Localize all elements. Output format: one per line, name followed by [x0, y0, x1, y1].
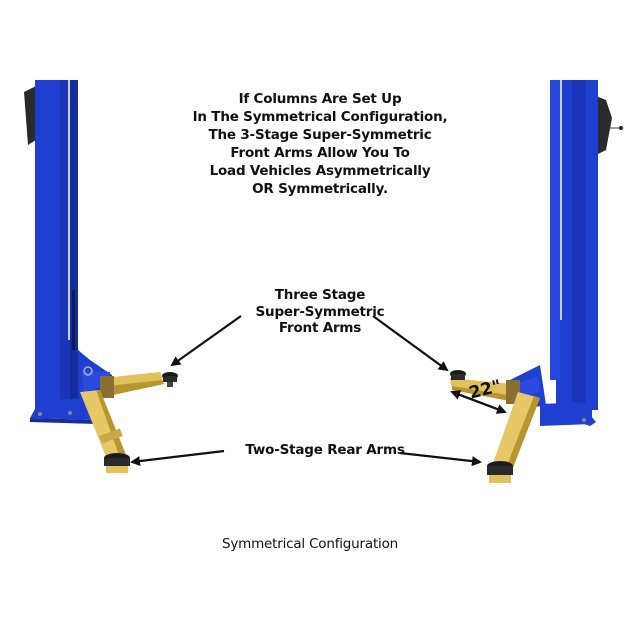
arrow-right-front-arm [372, 315, 449, 372]
left-column [24, 80, 112, 424]
headline-line: The 3-Stage Super-Symmetric [208, 127, 432, 143]
headline-line: In The Symmetrical Configuration, [192, 109, 448, 125]
arrow-left-rear-arm [130, 449, 225, 467]
front-arms-label-line: Three Stage [274, 287, 366, 303]
rear-arms-label: Two-Stage Rear Arms [245, 442, 405, 458]
headline-line: OR Symmetrically. [252, 181, 388, 197]
arrow-right-rear-arm [399, 451, 482, 467]
headline-text: If Columns Are Set Up In The Symmetrical… [150, 90, 490, 198]
front-arms-label-line: Front Arms [278, 320, 362, 336]
configuration-caption: Symmetrical Configuration [221, 536, 399, 552]
front-arms-label: Three Stage Super-Symmetric Front Arms [220, 287, 420, 337]
headline-line: Front Arms Allow You To [230, 145, 410, 161]
front-arms-label-line: Super-Symmetric [255, 303, 385, 320]
right-column [510, 80, 623, 426]
callout-arrows [130, 315, 507, 467]
left-front-arm [100, 372, 178, 398]
arrow-left-front-arm [170, 315, 242, 367]
headline-line: If Columns Are Set Up [238, 91, 402, 107]
right-rear-arm [487, 392, 540, 483]
left-rear-arm [80, 390, 130, 473]
right-front-arm [450, 370, 520, 404]
headline-line: Load Vehicles Asymmetrically [209, 163, 431, 179]
